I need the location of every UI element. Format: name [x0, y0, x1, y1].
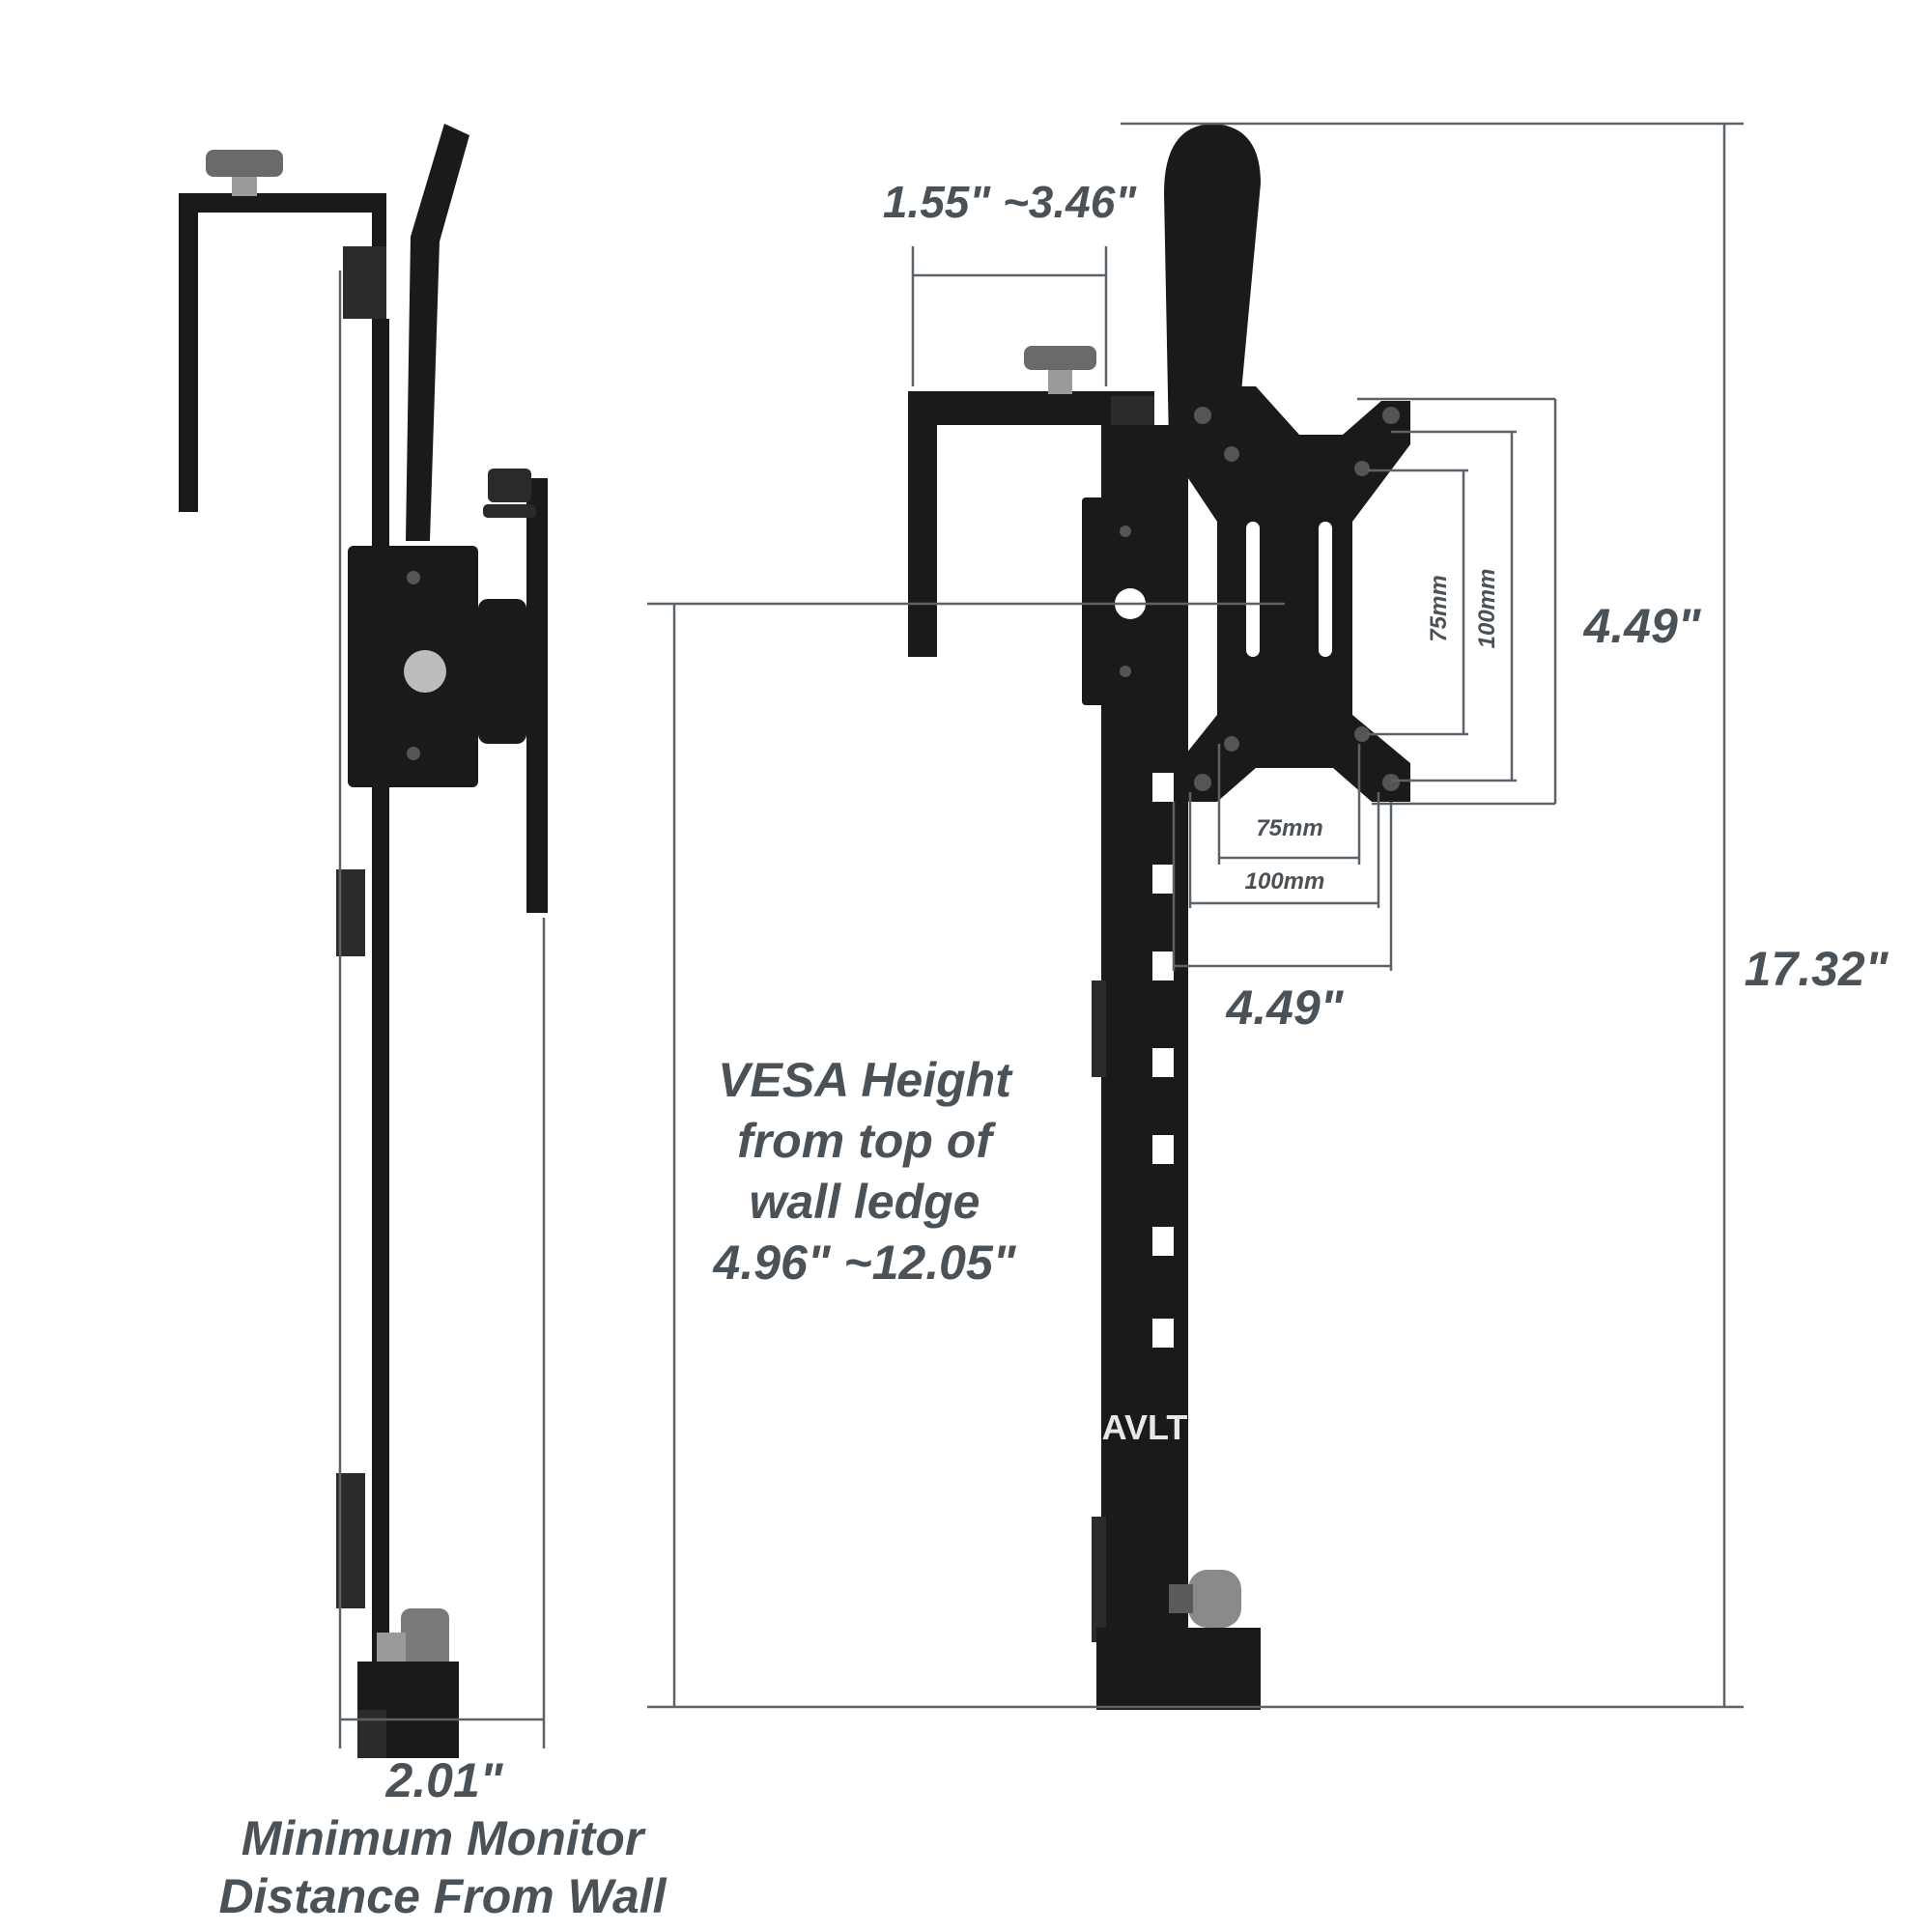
min-distance-line-2: Distance From Wall: [218, 1869, 667, 1923]
hook-width-label: 1.55" ~3.46": [883, 177, 1138, 227]
total-height-dimension: [647, 122, 1744, 1709]
vesa-vertical-75-label: 75mm: [1426, 575, 1452, 641]
vesa-horizontal-100-label: 100mm: [1245, 868, 1325, 895]
brand-logo: AVLT: [1102, 1407, 1188, 1447]
vesa-horizontal-dimensions: [1172, 744, 1393, 971]
plate-width-label: 4.49": [1225, 980, 1344, 1035]
total-height-label: 17.32": [1745, 942, 1889, 996]
vesa-height-line-1: VESA Height: [718, 1053, 1013, 1107]
side-depth-dimension: [338, 270, 546, 1748]
vesa-height-line-4: 4.96" ~12.05": [713, 1236, 1017, 1290]
top-thumb-screw-front: [1024, 346, 1096, 394]
vesa-vertical-100-label: 100mm: [1474, 569, 1500, 649]
hook-width-dimension: [911, 246, 1108, 386]
height-adjust-slots: [1152, 773, 1174, 1348]
vesa-height-line-3: wall ledge: [750, 1175, 980, 1229]
vesa-height-line-2: from top of: [737, 1114, 996, 1168]
tilt-knob-side: [483, 469, 536, 518]
bottom-thumb-screw-front: [1169, 1570, 1241, 1628]
vesa-vertical-dimensions: [1367, 430, 1517, 782]
side-view-mount: [179, 124, 548, 1758]
vesa-horizontal-75-label: 75mm: [1256, 815, 1322, 841]
vesa-height-dimension: [647, 602, 1285, 1707]
side-depth-label: 2.01": [384, 1753, 503, 1807]
min-distance-line-1: Minimum Monitor: [242, 1811, 646, 1865]
plate-height-dimension: [1357, 397, 1557, 806]
plate-height-label: 4.49": [1582, 599, 1701, 653]
front-view-mount: AVLT: [908, 124, 1410, 1710]
top-thumb-screw-side: [206, 150, 283, 196]
vesa-plate: [1179, 386, 1410, 802]
